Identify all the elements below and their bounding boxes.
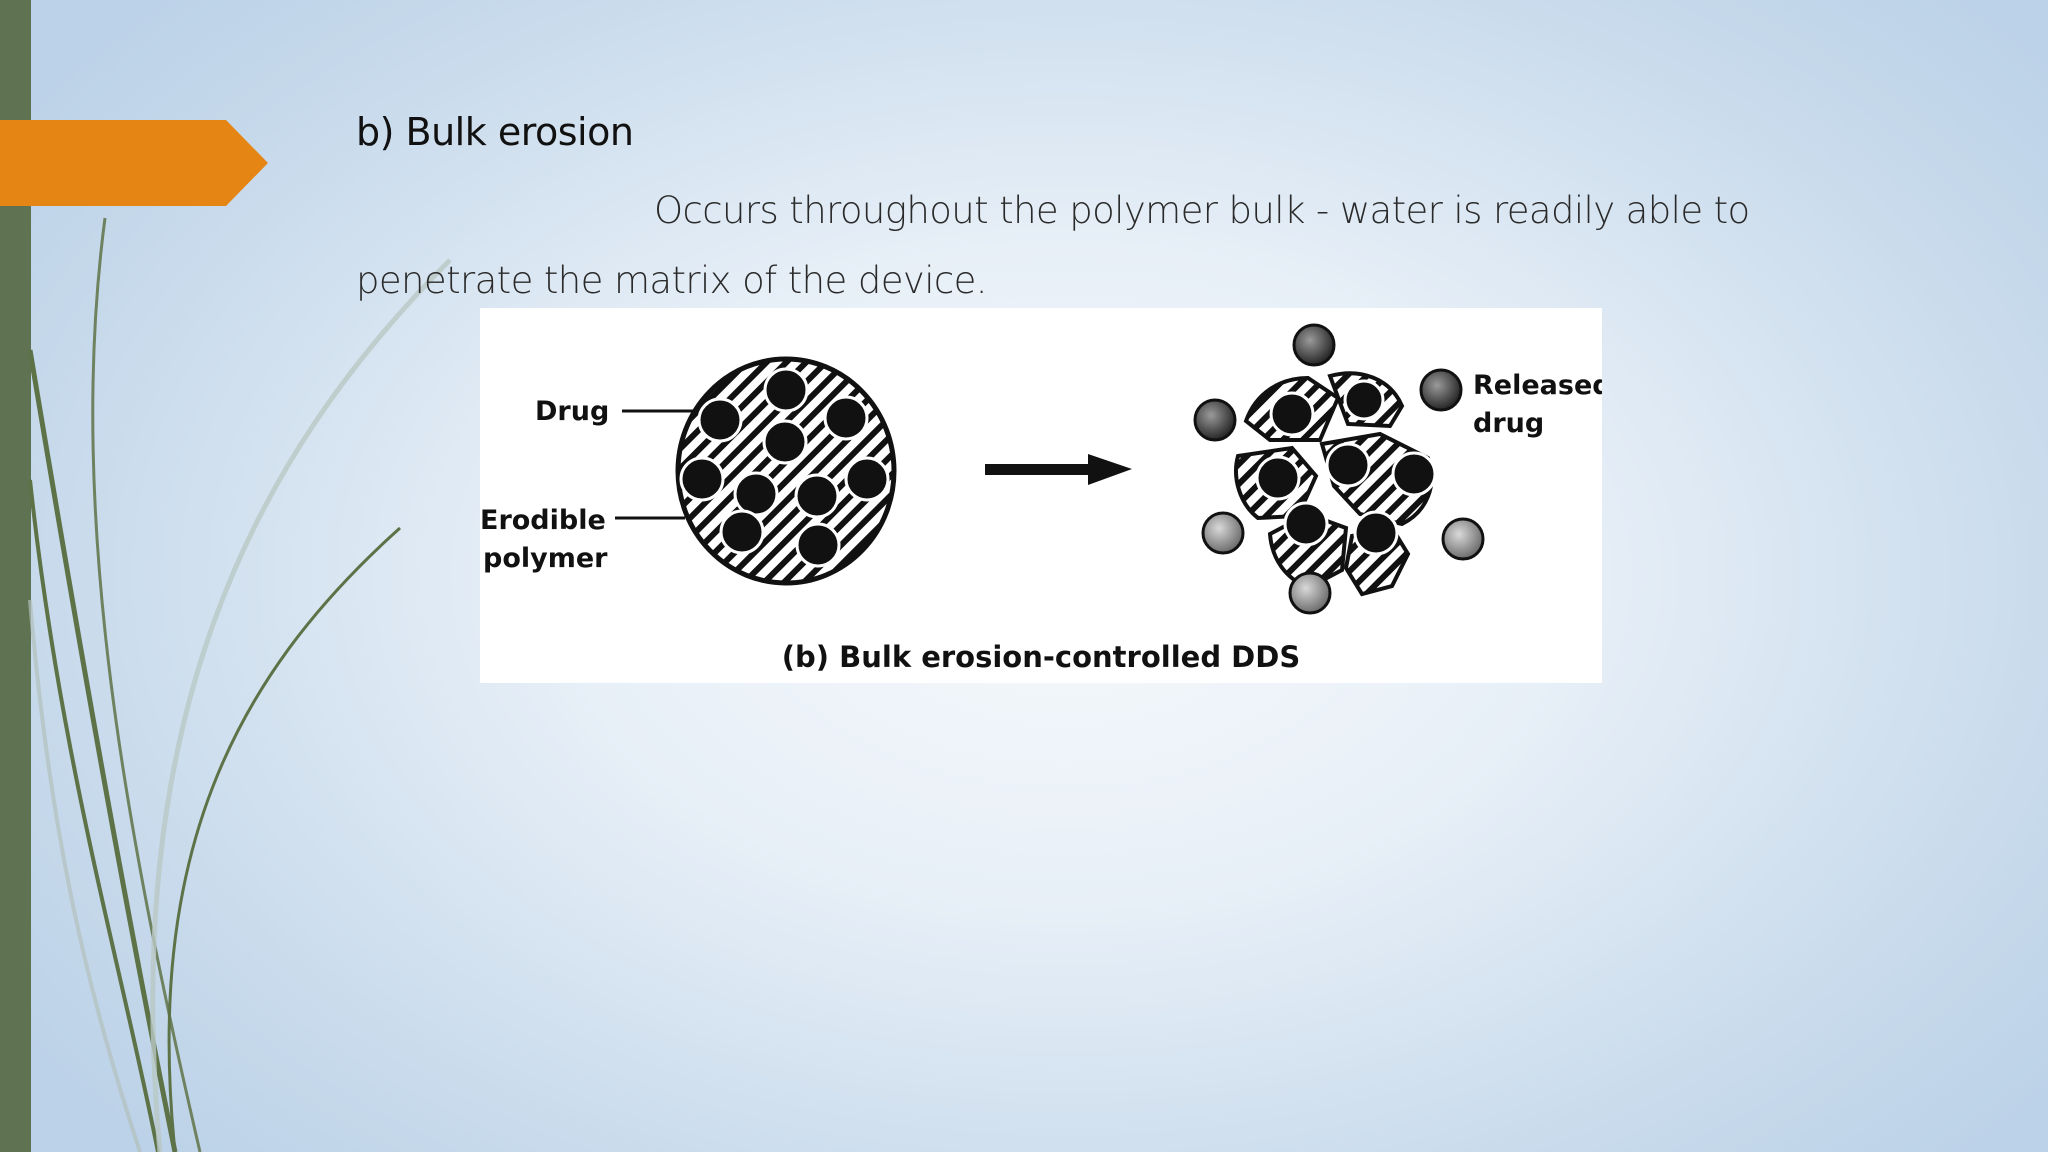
drug-particle	[1325, 442, 1371, 488]
drug-particle	[844, 456, 890, 502]
slide-paragraph: Occurs throughout the polymer bulk - wat…	[356, 176, 1786, 316]
drug-particle	[1391, 451, 1437, 497]
released-drug-particle	[1288, 571, 1332, 615]
released-drug-particles	[1193, 323, 1485, 615]
drug-particle	[1283, 501, 1329, 547]
label-erodible: Erodible	[480, 505, 606, 536]
slide-heading: b) Bulk erosion	[356, 110, 634, 154]
bulk-erosion-figure: Drug Erodible polymer	[480, 308, 1602, 683]
drug-particle	[762, 419, 808, 465]
drug-particle	[1343, 379, 1385, 421]
drug-particle	[1269, 391, 1315, 437]
released-drug-particle	[1441, 517, 1485, 561]
drug-particle	[1255, 455, 1301, 501]
polymer-fragments-eroded	[1234, 371, 1437, 597]
process-arrow	[985, 454, 1132, 485]
released-drug-particle	[1419, 368, 1463, 412]
drug-particle	[679, 456, 725, 502]
drug-particle	[794, 473, 840, 519]
label-drug: Drug	[535, 396, 609, 427]
released-drug-particle	[1193, 398, 1237, 442]
drug-particle	[733, 471, 779, 517]
drug-particle	[1353, 510, 1399, 556]
orange-arrow-tab	[0, 120, 268, 206]
paragraph-text: Occurs throughout the polymer bulk - wat…	[356, 189, 1750, 302]
label-released: Released	[1473, 370, 1602, 401]
label-polymer: polymer	[483, 543, 608, 574]
drug-particle	[795, 522, 841, 568]
figure-drawing: Drug Erodible polymer	[480, 323, 1602, 674]
drug-particle	[763, 367, 809, 413]
drug-particle	[697, 397, 743, 443]
released-drug-particle	[1292, 323, 1336, 367]
figure-caption: (b) Bulk erosion-controlled DDS	[782, 640, 1300, 674]
drug-particle	[719, 509, 765, 555]
released-drug-particle	[1201, 511, 1245, 555]
label-released-drug: drug	[1473, 408, 1544, 439]
polymer-matrix-intact	[675, 356, 897, 586]
drug-particle	[823, 395, 869, 441]
